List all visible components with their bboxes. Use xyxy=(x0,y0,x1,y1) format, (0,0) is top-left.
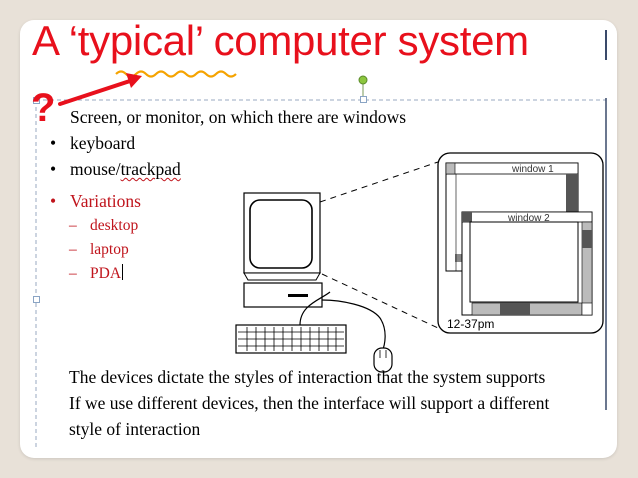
bullet-variations: Variations xyxy=(50,188,406,214)
slide-title[interactable]: A ‘typical’ computer system xyxy=(32,17,529,64)
paragraph-line-1: The devices dictate the styles of intera… xyxy=(69,367,546,387)
resize-handle-top[interactable] xyxy=(360,96,367,103)
resize-handle-top-left[interactable] xyxy=(33,97,40,104)
bullet-list[interactable]: Screen, or monitor, on which there are w… xyxy=(50,104,406,286)
resize-handle-left[interactable] xyxy=(33,296,40,303)
text-cursor xyxy=(122,264,124,280)
variation-pda: PDA xyxy=(50,262,406,286)
variation-desktop: desktop xyxy=(50,214,406,238)
bullet-screen: Screen, or monitor, on which there are w… xyxy=(70,107,407,127)
question-mark: ? xyxy=(31,86,56,130)
paragraph-line-3: style of interaction xyxy=(69,419,201,439)
variation-laptop: laptop xyxy=(50,238,406,262)
paragraph-line-2: If we use different devices, then the in… xyxy=(69,393,550,413)
spellcheck-word: trackpad xyxy=(120,159,181,179)
bullet-mouse: mouse/trackpad xyxy=(50,156,406,182)
bullet-keyboard: keyboard xyxy=(50,130,406,156)
